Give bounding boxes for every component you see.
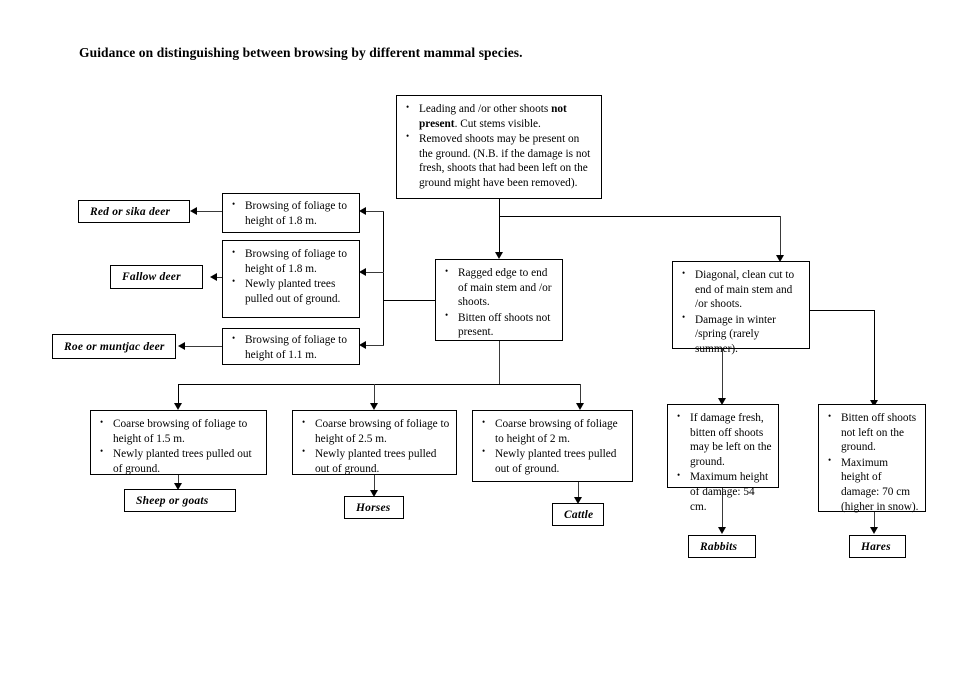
bullet-leading-shoots: Leading and /or other shoots not present… (406, 101, 595, 131)
connector-to-coarse2 (374, 384, 375, 406)
arrowhead-rabbits (718, 527, 726, 534)
node-ragged-edge: Ragged edge to end of main stem and /or … (435, 259, 563, 341)
bullet-coarse2-pulled: Newly planted trees pulled out of ground… (302, 446, 450, 476)
node-coarse-2-5: Coarse browsing of foliage to height of … (292, 410, 457, 475)
connector-diagonal-right-stub (810, 310, 874, 311)
connector-spine-to-deer3 (365, 345, 384, 346)
bullet-damage-fresh: If damage fresh, bitten off shoots may b… (677, 411, 772, 470)
connector-to-ragged (499, 216, 500, 255)
bullet-diagonal-cut: Diagonal, clean cut to end of main stem … (682, 267, 803, 312)
node-browse-1-8: Browsing of foliage to height of 1.8 m. (222, 193, 360, 233)
bullet-coarse1-pulled: Newly planted trees pulled out of ground… (100, 446, 260, 476)
connector-to-diagonal (780, 216, 781, 258)
bullet-coarse-1-5: Coarse browsing of foliage to height of … (100, 416, 260, 446)
node-browse-1-1: Browsing of foliage to height of 1.1 m. (222, 328, 360, 365)
arrowhead-to-hare-criteria (870, 400, 878, 407)
arrowhead-to-ragged (495, 252, 503, 259)
bullet-newly-planted-pulled: Newly planted trees pulled out of ground… (232, 276, 353, 306)
arrowhead-to-coarse2 (370, 403, 378, 410)
terminal-red-sika-deer: Red or sika deer (78, 200, 190, 223)
arrowhead-to-deer3 (359, 341, 366, 349)
connector-coarse2-to-horses (374, 475, 375, 493)
terminal-horses: Horses (344, 496, 404, 519)
terminal-label: Cattle (564, 508, 594, 521)
arrowhead-to-coarse1 (174, 403, 182, 410)
node-coarse-2: Coarse browsing of foliage to height of … (472, 410, 633, 482)
connector-to-coarse1 (178, 384, 179, 406)
arrowhead-fallow (210, 273, 217, 281)
bullet-bitten-not-present: Bitten off shoots not present. (445, 310, 556, 340)
terminal-label: Hares (861, 540, 891, 553)
bullet-removed-shoots: Removed shoots may be present on the gro… (406, 131, 595, 191)
connector-deer3-to-terminal (184, 346, 223, 347)
node-diagonal-clean-cut: Diagonal, clean cut to end of main stem … (672, 261, 810, 355)
connector-diagonal-to-rabbit (722, 349, 723, 401)
terminal-label: Horses (356, 501, 391, 514)
arrowhead-to-rabbit-criteria (718, 398, 726, 405)
arrowhead-to-coarse3 (576, 403, 584, 410)
bullet-max-height-54: Maximum height of damage: 54 cm. (677, 470, 772, 514)
connector-deer1-to-terminal (196, 211, 223, 212)
terminal-hares: Hares (849, 535, 906, 558)
bullet-bitten-not-left: Bitten off shoots not left on the ground… (828, 410, 919, 455)
terminal-label: Roe or muntjac deer (64, 340, 165, 353)
node-root-shoots-absent: Leading and /or other shoots not present… (396, 95, 602, 199)
bullet-max-height-70: Maximum height of damage: 70 cm (higher … (828, 455, 919, 515)
terminal-rabbits: Rabbits (688, 535, 756, 558)
bullet-coarse-2: Coarse browsing of foliage to height of … (482, 416, 626, 446)
connector-root-stem (499, 199, 500, 216)
arrowhead-sheep-goats (174, 483, 182, 490)
connector-to-hare-criteria (874, 310, 875, 403)
terminal-fallow-deer: Fallow deer (110, 265, 203, 289)
arrowhead-to-deer1 (359, 207, 366, 215)
arrowhead-horses (370, 490, 378, 497)
connector-spine-to-deer2 (365, 272, 384, 273)
terminal-label: Rabbits (700, 540, 738, 553)
bullet-browse-1-1: Browsing of foliage to height of 1.1 m. (232, 332, 353, 362)
connector-deer-spine (383, 211, 384, 345)
terminal-label: Fallow deer (122, 271, 181, 283)
connector-deer2-to-terminal (216, 277, 224, 278)
bullet-browse-1-8-b: Browsing of foliage to height of 1.8 m. (232, 246, 353, 276)
arrowhead-cattle (574, 497, 582, 504)
bullet-winter-spring: Damage in winter /spring (rarely summer)… (682, 312, 803, 357)
node-browse-1-8-pulled: Browsing of foliage to height of 1.8 m. … (222, 240, 360, 318)
connector-spine-to-deer1 (365, 211, 384, 212)
connector-ragged-down (499, 341, 500, 384)
arrowhead-hares (870, 527, 878, 534)
terminal-label: Sheep or goats (136, 494, 209, 507)
connector-ragged-left-stub (383, 300, 436, 301)
node-rabbit-criteria: If damage fresh, bitten off shoots may b… (667, 404, 779, 513)
terminal-cattle: Cattle (552, 503, 604, 526)
terminal-roe-muntjac-deer: Roe or muntjac deer (52, 334, 176, 359)
bullet-coarse-2-5: Coarse browsing of foliage to height of … (302, 416, 450, 446)
node-hare-criteria: Bitten off shoots not left on the ground… (818, 404, 926, 515)
terminal-label: Red or sika deer (90, 205, 171, 218)
connector-hare-crit-to-terminal (874, 512, 875, 530)
arrowhead-to-diagonal (776, 255, 784, 262)
connector-root-split-bar (499, 216, 780, 217)
connector-coarse3-to-cattle (578, 482, 579, 500)
arrowhead-to-deer2 (359, 268, 366, 276)
arrowhead-roe-muntjac (178, 342, 185, 350)
node-coarse-1-5: Coarse browsing of foliage to height of … (90, 410, 267, 475)
terminal-sheep-or-goats: Sheep or goats (124, 489, 236, 512)
bold-not-present: not present (419, 103, 567, 130)
connector-coarse-split-bar (178, 384, 580, 385)
bullet-browse-1-8: Browsing of foliage to height of 1.8 m. (232, 198, 353, 228)
arrowhead-red-sika (190, 207, 197, 215)
page-title: Guidance on distinguishing between brows… (79, 45, 523, 60)
connector-coarse1-to-sheep (178, 475, 179, 486)
connector-to-coarse3 (580, 384, 581, 406)
bullet-coarse3-pulled: Newly planted trees pulled out of ground… (482, 446, 626, 476)
bullet-ragged-edge: Ragged edge to end of main stem and /or … (445, 265, 556, 310)
